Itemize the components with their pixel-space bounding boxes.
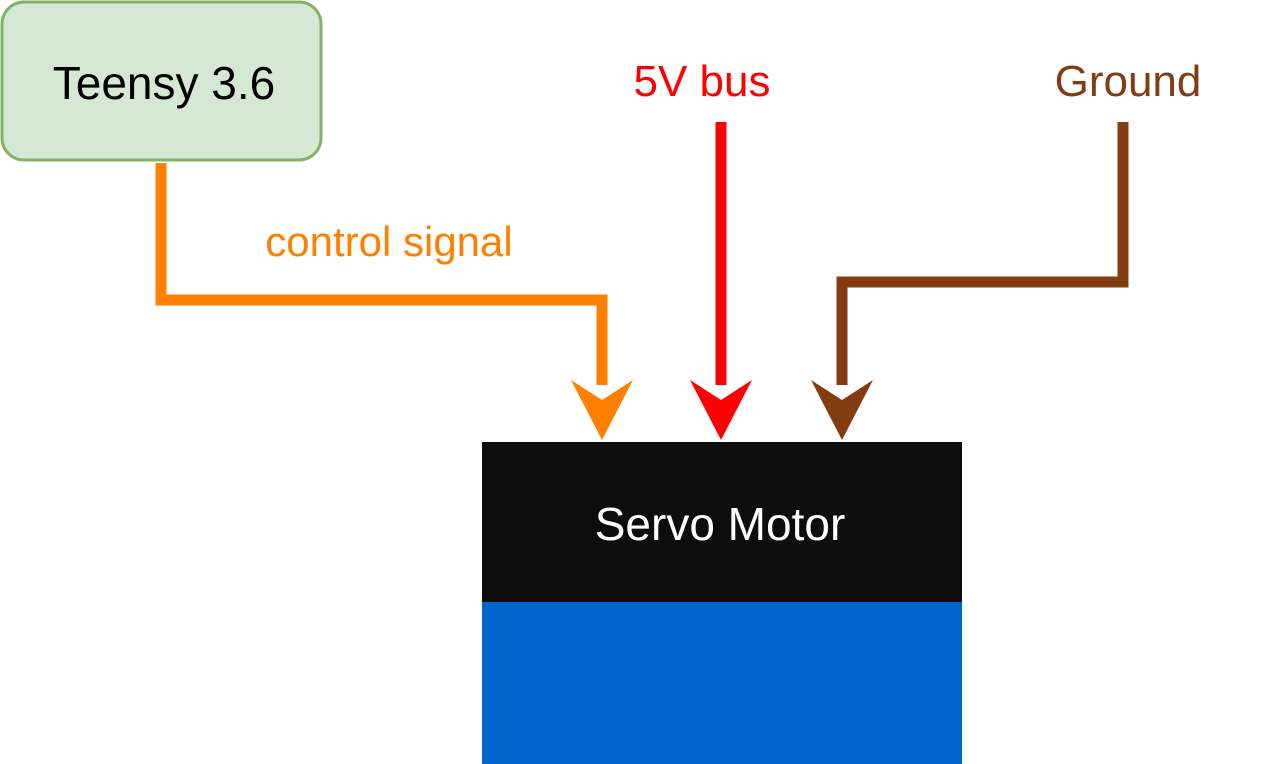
ground-label: Ground [1055,57,1202,106]
control-signal-wire: control signal [155,163,633,440]
power-5v-arrowhead [690,380,752,440]
power-5v-wire: 5V bus [634,57,771,440]
servo-motor-node[interactable]: Servo Motor [482,442,962,764]
teensy-label: Teensy 3.6 [53,57,275,109]
ground-arrowhead [811,380,873,440]
ground-line [836,122,1129,385]
servo-motor-label: Servo Motor [595,498,846,550]
ground-wire: Ground [811,57,1201,440]
control-signal-arrowhead [571,380,633,440]
teensy-node[interactable]: Teensy 3.6 [0,0,323,162]
power-5v-label: 5V bus [634,57,771,106]
control-signal-label: control signal [265,218,512,265]
servo-motor-top [482,442,962,602]
control-signal-line [155,163,608,385]
teensy-box [0,0,323,162]
servo-motor-body [482,602,962,764]
